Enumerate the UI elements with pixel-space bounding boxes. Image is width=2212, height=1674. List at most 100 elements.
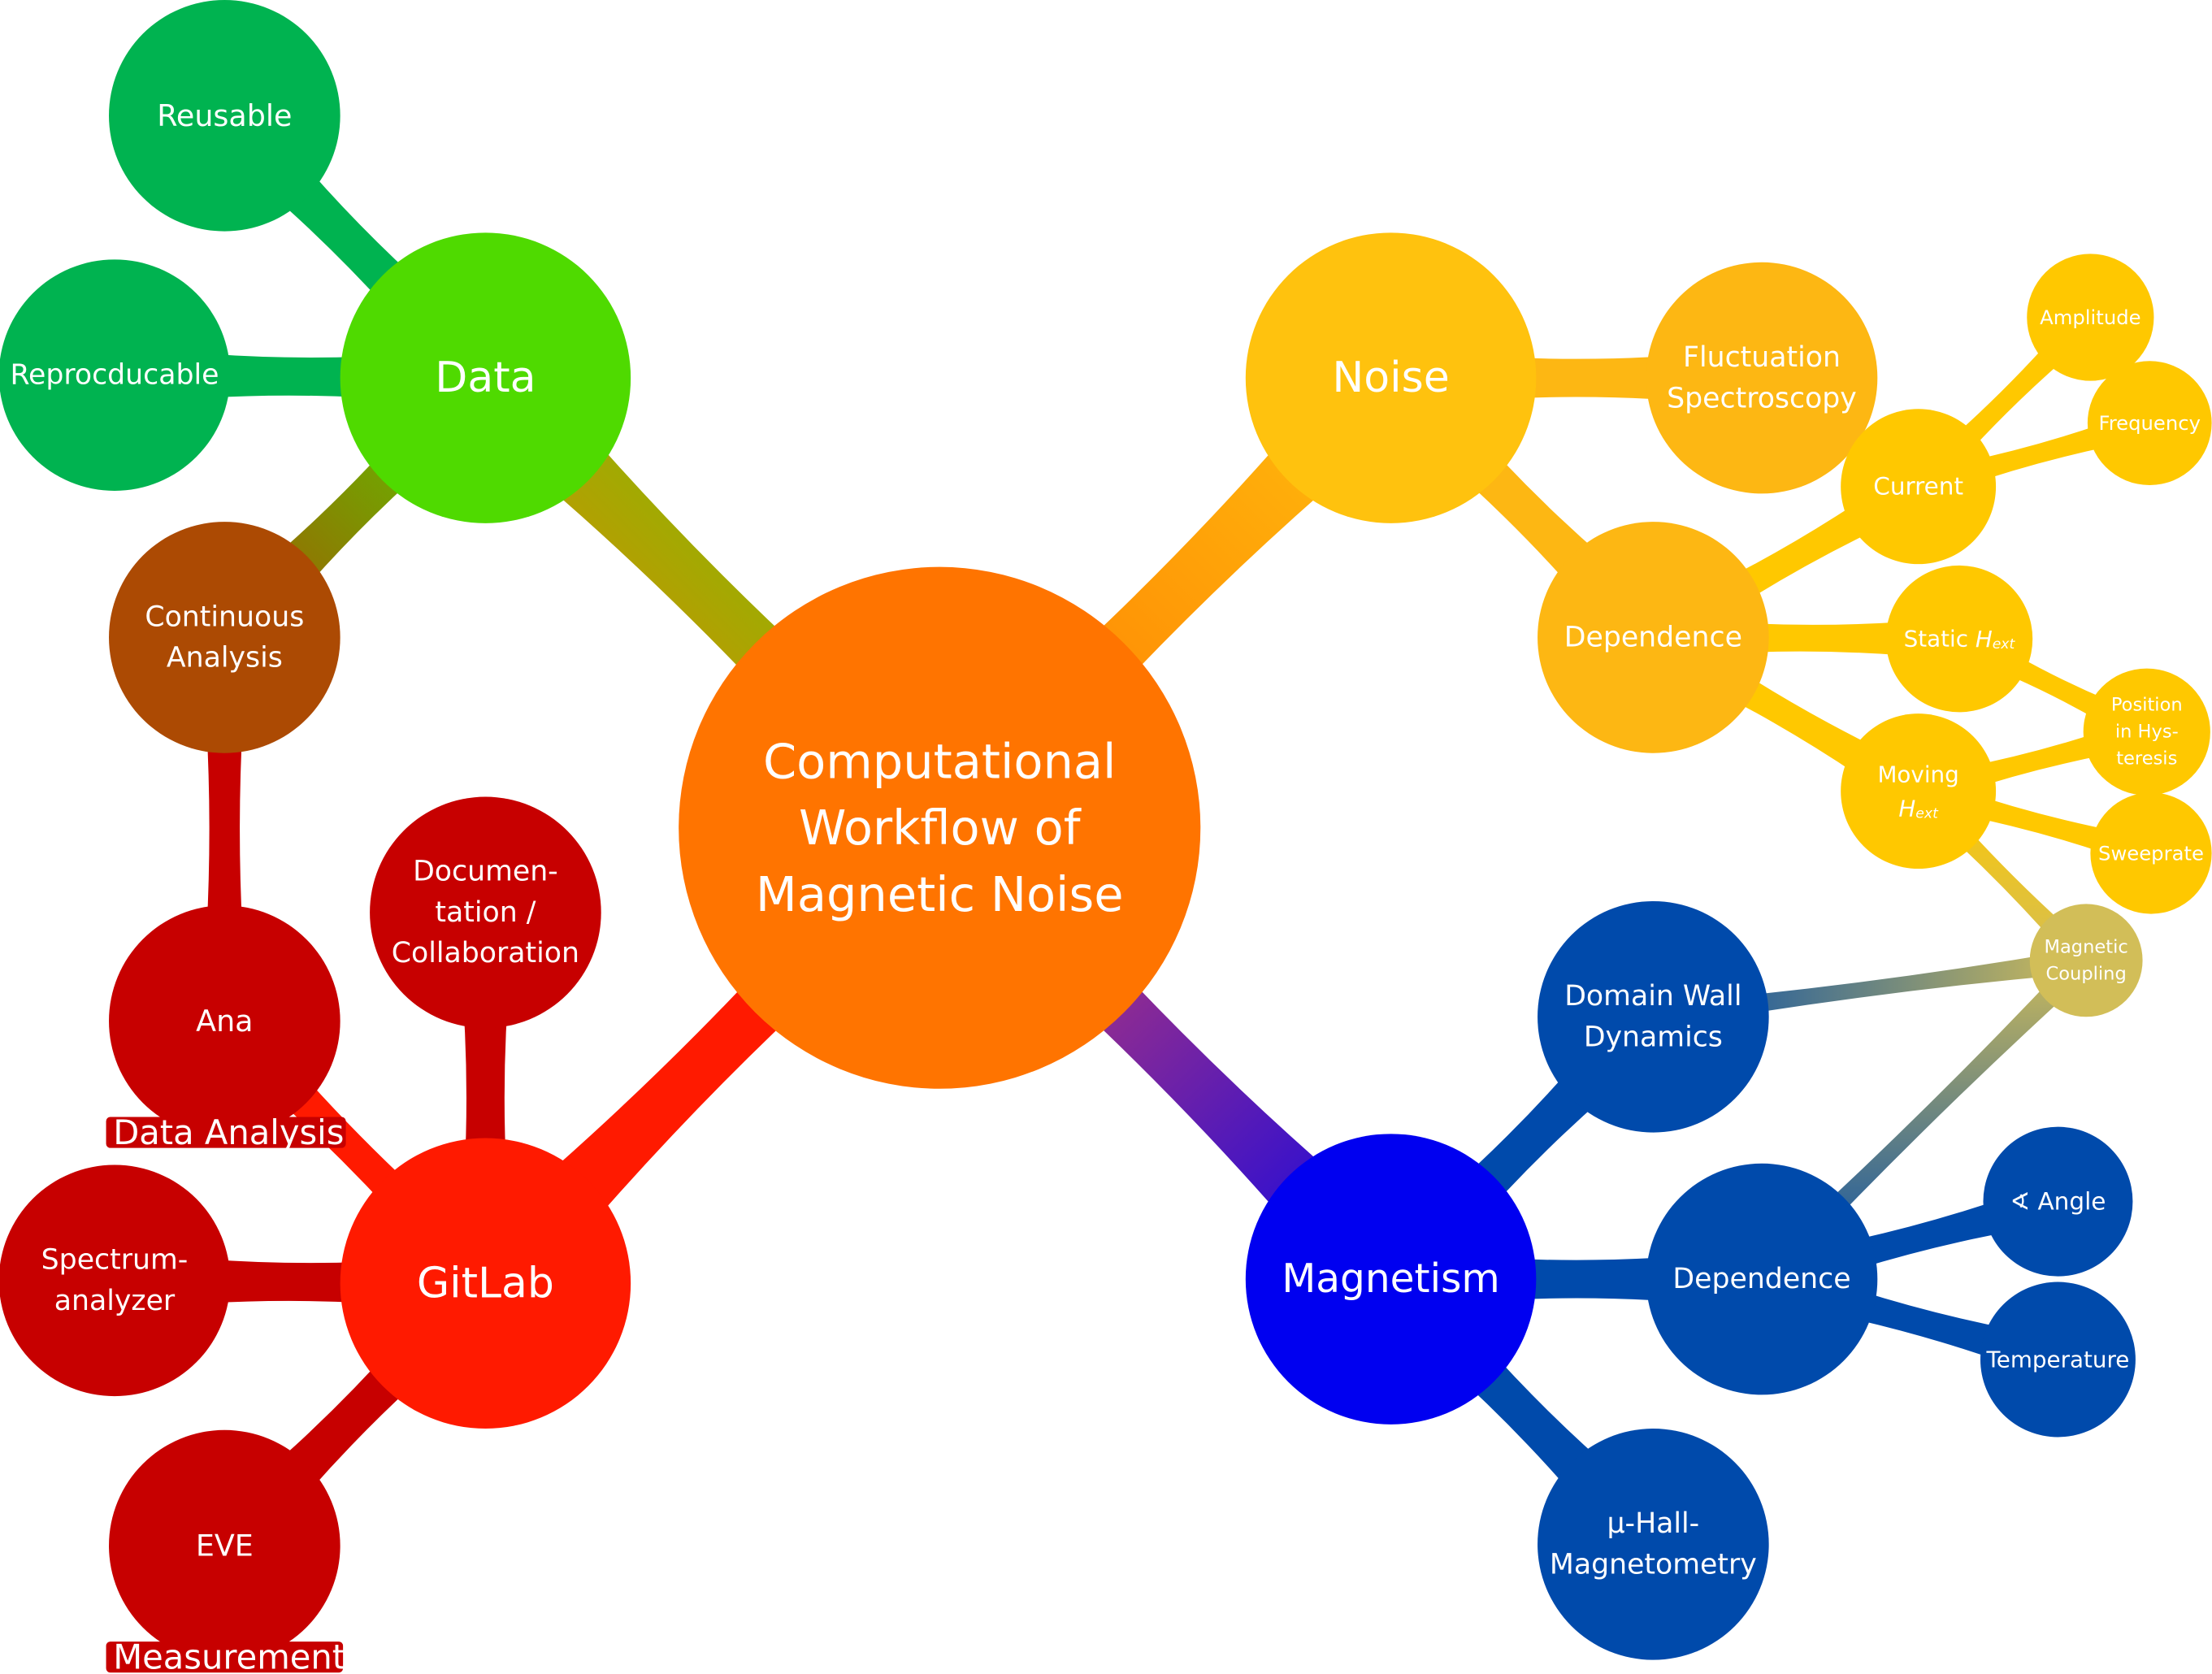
node-label-line: Computational (763, 734, 1116, 790)
node-label-line: Hext (1898, 795, 1939, 822)
node-label-line: Collaboration (392, 937, 579, 969)
node-label-line: tation / (435, 896, 536, 929)
node-mag-dep[interactable]: Dependence (1646, 1163, 1878, 1395)
node-hall[interactable]: μ-Hall- Magnetometry (1538, 1429, 1769, 1660)
node-circle (2029, 904, 2143, 1017)
node-label-line: Workflow of (799, 800, 1082, 856)
node-circle (109, 905, 340, 1137)
node-label-line: Sweeprate (2098, 841, 2204, 865)
node-label-line: Frequency (2099, 411, 2201, 435)
node-label-line: Current (1873, 473, 1963, 501)
node-label-line: teresis (2116, 748, 2177, 770)
node-circle (370, 796, 601, 1029)
node-circle (2027, 254, 2154, 381)
node-circle (0, 1164, 231, 1397)
node-current[interactable]: Current (1841, 409, 1997, 565)
node-circle (1538, 1429, 1769, 1660)
tag-eve-tag: Measurement Program (106, 1637, 499, 1674)
node-label-line: Documen- (413, 856, 558, 888)
node-circle (1841, 409, 1997, 565)
node-label-line: Spectrum- (41, 1244, 189, 1277)
node-data[interactable]: Data (340, 232, 631, 523)
node-circle (2090, 792, 2212, 914)
node-label-line: GitLab (417, 1259, 554, 1308)
node-circle (679, 566, 1201, 1089)
node-reproducible[interactable]: Reprocducable (0, 259, 231, 491)
node-gitlab[interactable]: GitLab (340, 1138, 631, 1429)
node-sweeprate[interactable]: Sweeprate (2090, 792, 2212, 914)
node-spectrum[interactable]: Spectrum-analyzer (0, 1164, 231, 1397)
node-circle (1983, 1126, 2133, 1277)
node-label-line: μ-Hall- (1607, 1507, 1700, 1540)
node-label-line: Magnetism (1282, 1256, 1499, 1302)
node-label-line: Magnetic Noise (756, 866, 1124, 922)
node-noise-dep[interactable]: Dependence (1538, 522, 1769, 753)
node-circle (1885, 565, 2033, 713)
node-frequency[interactable]: Frequency (2087, 361, 2212, 486)
node-circle (109, 0, 340, 232)
node-circle (0, 259, 231, 491)
node-circle (340, 232, 631, 523)
node-label-line: analyzer (54, 1285, 176, 1317)
tag-ana-tag: Data Analysis (106, 1112, 346, 1152)
node-circle (1538, 900, 1769, 1133)
node-circle (1245, 1134, 1537, 1425)
node-label-line: Moving (1877, 761, 1958, 787)
node-label-line: Ana (196, 1004, 253, 1039)
node-noise[interactable]: Noise (1245, 232, 1537, 523)
node-label-line: Dependence (1672, 1263, 1850, 1295)
node-circle (1646, 262, 1878, 494)
tag-label: Data Analysis (113, 1112, 344, 1152)
node-temperature[interactable]: Temperature (1980, 1282, 2136, 1438)
node-circle (1841, 713, 1997, 870)
node-label-line: Continuous (145, 601, 304, 633)
node-label-line: Domain Wall (1564, 980, 1741, 1013)
node-position[interactable]: Position in Hys-teresis (2083, 668, 2210, 796)
tag-background (106, 1641, 344, 1673)
node-ana[interactable]: Ana (109, 905, 340, 1137)
node-label-line: Analysis (167, 642, 283, 674)
node-circle (340, 1138, 631, 1429)
node-label-line: Spectroscopy (1667, 382, 1857, 414)
node-label-line: Dynamics (1584, 1021, 1723, 1053)
node-circle (2083, 668, 2210, 796)
tag-label: Measurement Program (113, 1637, 499, 1674)
node-reusable[interactable]: Reusable (109, 0, 340, 232)
tag-background (106, 1117, 346, 1148)
node-label-line: Magnetometry (1550, 1549, 1757, 1581)
node-label-line: Reusable (157, 98, 292, 133)
node-circle (1646, 1163, 1878, 1395)
node-label-line: Data (435, 353, 536, 402)
node-label-line: Position (2111, 695, 2183, 716)
node-circle (1538, 522, 1769, 753)
node-amplitude[interactable]: Amplitude (2027, 254, 2154, 381)
node-label-line: Coupling (2046, 963, 2127, 984)
node-docs[interactable]: Documen-tation / Collaboration (370, 796, 601, 1029)
node-label-line: Amplitude (2040, 306, 2140, 329)
node-circle (1245, 232, 1537, 523)
node-label-line: Dependence (1564, 621, 1742, 653)
node-label-line: Static Hext (1904, 626, 2016, 653)
node-static[interactable]: Static Hext (1885, 565, 2033, 713)
node-circle (109, 1429, 340, 1662)
node-circle (2087, 361, 2212, 486)
node-label-line: Temperature (1986, 1346, 2130, 1373)
node-label-line: ∢ Angle (2010, 1188, 2106, 1216)
node-label-line: in Hys- (2115, 722, 2179, 743)
node-circle (109, 522, 340, 753)
node-angle[interactable]: ∢ Angle (1983, 1126, 2133, 1277)
node-circle (1980, 1282, 2136, 1438)
node-label-line: Reprocducable (10, 359, 219, 392)
node-eve[interactable]: EVE (109, 1429, 340, 1662)
node-magnetism[interactable]: Magnetism (1245, 1134, 1537, 1425)
node-label-line: EVE (196, 1529, 254, 1563)
